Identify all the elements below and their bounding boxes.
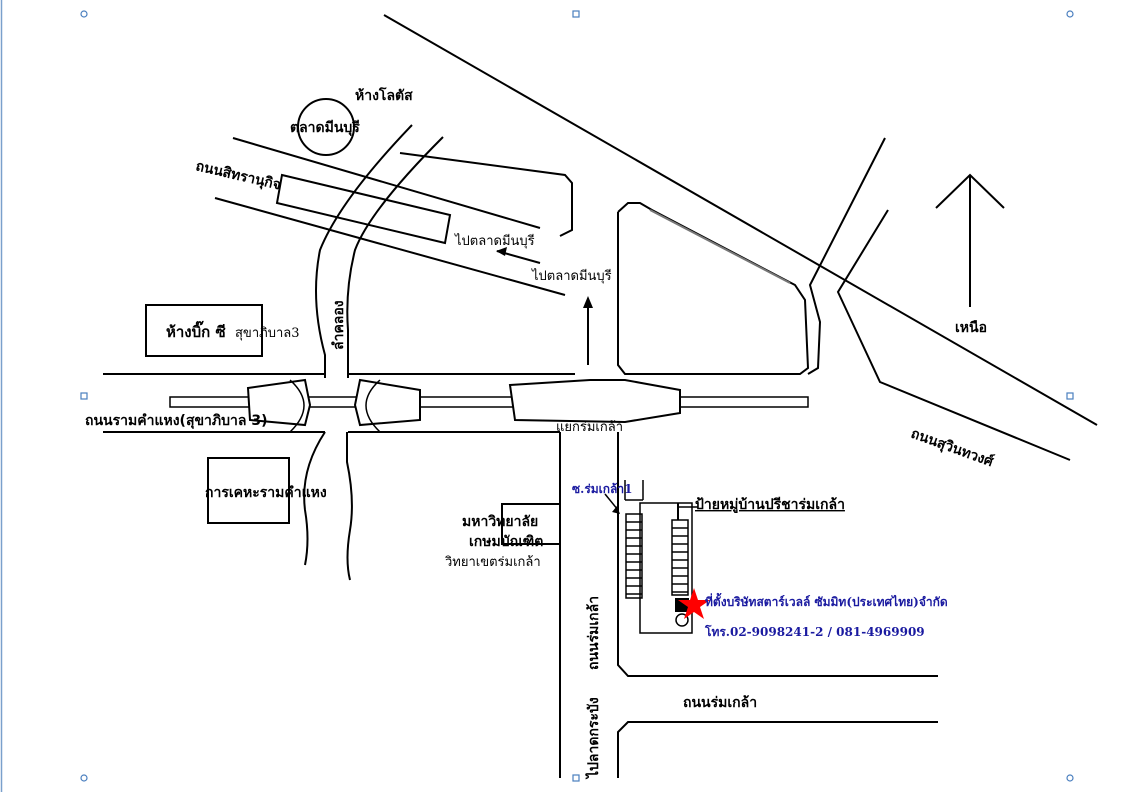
label-romklao-road-horizontal: ถนนร่มเกล้า: [683, 695, 757, 711]
label-romklao-junction: แยกร่มเกล้า: [556, 420, 623, 435]
big-c-box: [145, 304, 263, 357]
soi-romklao1-block: [639, 502, 693, 634]
label-north: เหนือ: [955, 320, 987, 336]
handle-bottom-left[interactable]: [80, 774, 88, 782]
label-to-minburi-1: ไปตลาดมีนบุรี: [454, 233, 535, 249]
road-romklao-south: [617, 721, 938, 778]
ladder-tracks: [625, 513, 689, 599]
label-housing: การเคหะรามคำแหง: [205, 485, 327, 501]
selection-handles[interactable]: [80, 10, 1074, 782]
bridge-arc-1: [289, 379, 305, 433]
road-diagonal-left-edge: [807, 137, 886, 375]
star-icon[interactable]: [678, 588, 710, 619]
north-arrow-icon: [935, 173, 1005, 307]
label-sitharanukit-road: ถนนสิทรานุกิจ: [194, 158, 282, 193]
road-sitharanukit-bottom: [214, 197, 566, 296]
housing-box: [207, 457, 290, 524]
to-minburi-up-arrow-head: [583, 296, 593, 308]
soi-arrow-line: [604, 493, 619, 511]
handle-top-left[interactable]: [80, 10, 88, 18]
road-block-right: [617, 202, 810, 375]
label-ramkhamhaeng-road: ถนนรามคำแหง(สุขาภิบาล 3): [85, 413, 268, 429]
label-university-1: มหาวิทยาลัย: [462, 514, 538, 530]
label-romklao-road-vertical: ถนนร่มเกล้า: [586, 596, 602, 670]
label-university-2: เกษมบัณฑิต: [469, 534, 543, 550]
handle-top-middle[interactable]: [572, 10, 580, 18]
label-to-minburi-2: ไปตลาดมีนบุรี: [531, 268, 612, 284]
label-big-c: ห้างบิ๊ก ซี: [166, 320, 226, 341]
to-minburi-arrow-head: [496, 247, 507, 256]
label-to-lat-krabang: ไปลาดกระบัง: [584, 697, 602, 780]
soi-arrow-head: [612, 506, 620, 514]
label-phone: โทร.02-9098241-2 / 081-4969909: [704, 624, 925, 639]
university-box: [501, 503, 561, 545]
handle-bottom-middle[interactable]: [572, 774, 580, 782]
handle-bottom-right[interactable]: [1066, 774, 1074, 782]
handle-middle-right[interactable]: [1066, 392, 1074, 400]
road-romklao-east: [617, 432, 938, 677]
label-big-c-sub: สุขาภิบาล3: [235, 326, 299, 341]
overpass-block-3: [508, 379, 681, 424]
minburi-market-circle: [297, 98, 355, 156]
road-suwinthawong-lower: [836, 209, 1071, 461]
bridge-arc-2: [365, 379, 381, 433]
canal-left-bottom: [303, 431, 326, 566]
canal-right-bottom: [346, 432, 353, 581]
canal-right-top: [346, 136, 444, 378]
overpass-block-2: [353, 378, 421, 427]
road-minburi-block: [399, 152, 573, 237]
label-university-campus: วิทยาเขตร่มเกล้า: [444, 555, 540, 570]
handle-top-right[interactable]: [1066, 10, 1074, 18]
handle-middle-left[interactable]: [80, 392, 88, 400]
label-village-sign: ป้ายหมู่บ้านปรีชาร่มเกล้า: [695, 497, 845, 513]
label-soi-romklao1: ซ.ร่มเกล้า1: [572, 482, 633, 496]
road-sitharanukit-top: [232, 137, 541, 229]
road-diagonal-upper: [383, 14, 1098, 426]
minburi-market-box: [275, 173, 452, 245]
canal-left-top: [315, 124, 413, 378]
label-canal: ลำคลอง: [331, 300, 347, 350]
label-office-location: ที่ตั้งบริษัทสตาร์เวลล์ ซัมมิท(ประเทศไทย…: [705, 592, 948, 609]
ladder-track-1: [625, 513, 643, 599]
overpass-block-1: [246, 378, 312, 427]
label-lotus: ห้างโลตัส: [355, 86, 413, 104]
label-suwinthawong-road: ถนนสุวินทวงศ์: [909, 425, 997, 471]
road-shade-line: [649, 209, 791, 284]
overpass-rail: [169, 396, 809, 408]
label-minburi-market: ตลาดมีนบุรี: [290, 120, 360, 136]
ladder-track-2: [671, 519, 689, 596]
